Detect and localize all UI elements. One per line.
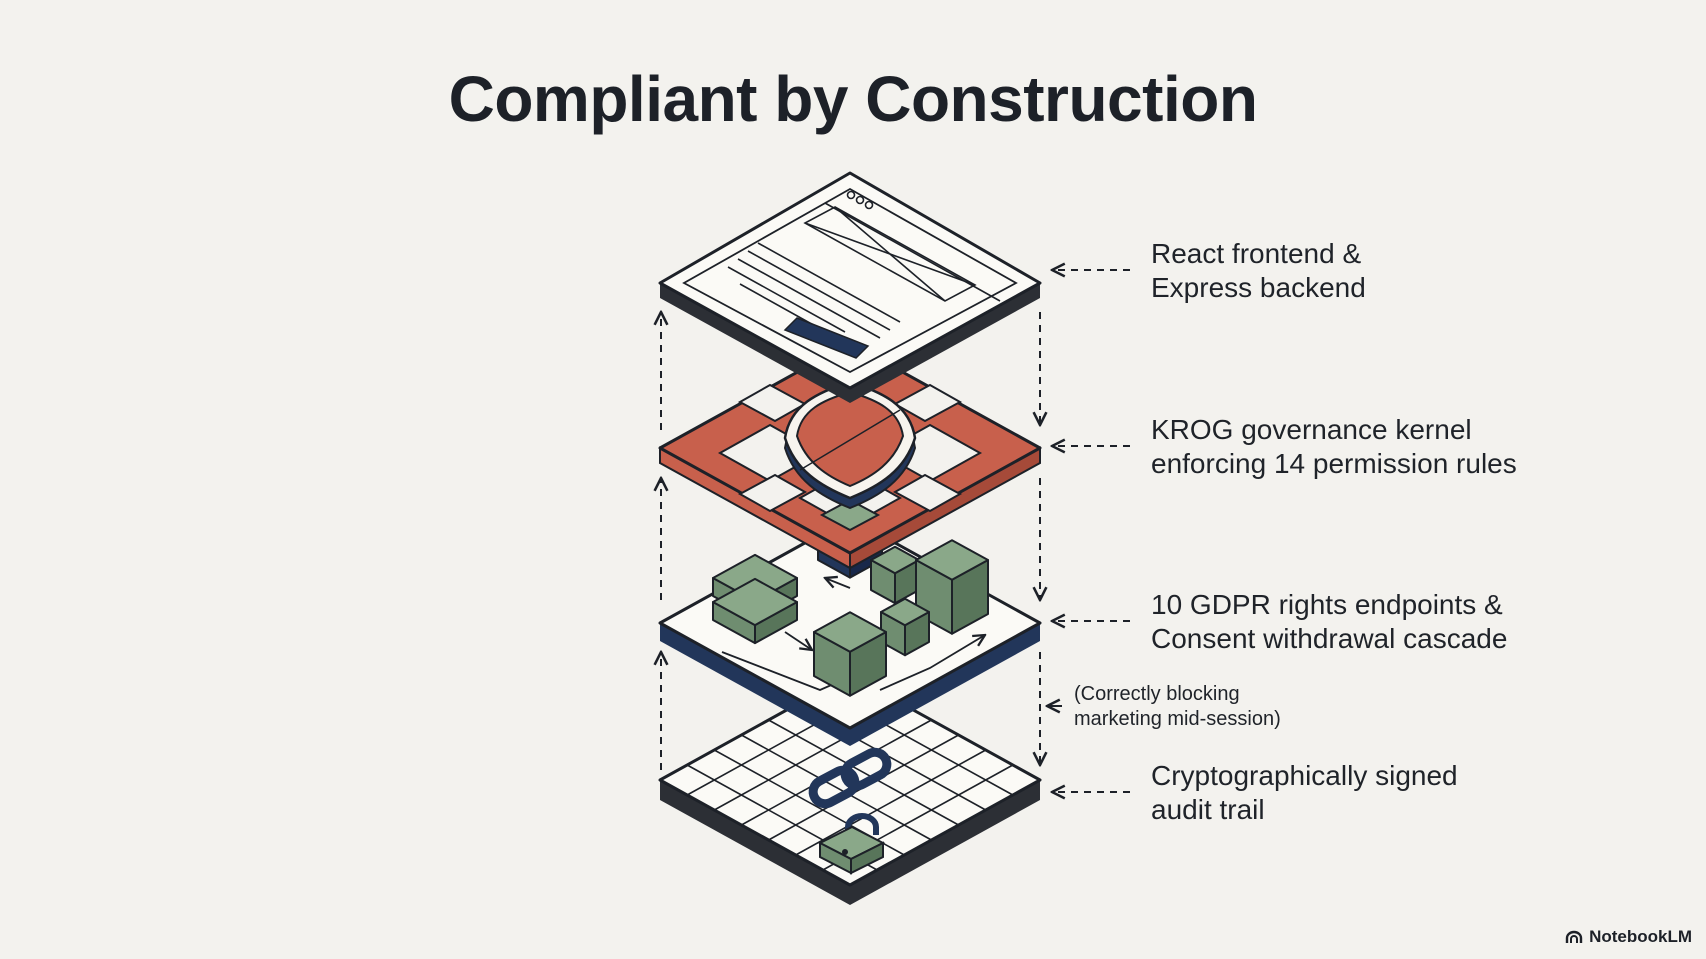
kernel-core-block xyxy=(819,498,881,532)
consent-note: (Correctly blocking marketing mid-sessio… xyxy=(1074,682,1281,732)
flow-arrows xyxy=(661,270,1130,792)
audit-trail-layer xyxy=(658,673,1042,905)
layer-label-line: enforcing 14 permission rules xyxy=(1151,448,1517,479)
grid-line xyxy=(741,734,932,841)
notebooklm-logo-icon xyxy=(1565,930,1583,943)
brand-name: NotebookLM xyxy=(1589,927,1692,946)
image-placeholder-icon xyxy=(803,206,977,302)
layer-label-line: Cryptographically signed xyxy=(1151,760,1458,791)
layer-label-line: audit trail xyxy=(1151,794,1265,825)
endpoint-block-face xyxy=(915,539,989,581)
brand-watermark: NotebookLM xyxy=(1565,927,1692,947)
endpoint-block-face xyxy=(870,545,920,575)
governance-kernel-layer xyxy=(658,341,1042,570)
layer-label-frontend: React frontend & Express backend xyxy=(1151,237,1366,305)
note-line: (Correctly blocking xyxy=(1074,683,1240,705)
layer-label-line: KROG governance kernel xyxy=(1151,414,1472,445)
window-dots-icon xyxy=(846,190,874,210)
frontend-layer xyxy=(658,171,1042,403)
layer-label-line: 10 GDPR rights endpoints & xyxy=(1151,589,1503,620)
padlock-icon xyxy=(817,813,886,875)
grid-line xyxy=(768,719,959,826)
shield-icon xyxy=(783,380,917,510)
layer-label-kernel: KROG governance kernel enforcing 14 perm… xyxy=(1151,413,1517,481)
layer-label-line: Express backend xyxy=(1151,272,1366,303)
layer-label-gdpr: 10 GDPR rights endpoints & Consent withd… xyxy=(1151,588,1507,656)
endpoint-block-face xyxy=(813,611,887,653)
cta-button-graphic xyxy=(783,317,870,359)
note-line: marketing mid-session) xyxy=(1074,708,1281,730)
layer-label-audit: Cryptographically signed audit trail xyxy=(1151,759,1458,827)
gdpr-endpoints-layer xyxy=(658,509,1042,746)
endpoint-block-face xyxy=(712,577,798,627)
page-title: Compliant by Construction xyxy=(448,63,1258,135)
endpoint-block-face xyxy=(880,597,930,627)
chain-link-icon xyxy=(808,747,892,809)
layer-label-line: Consent withdrawal cascade xyxy=(1151,623,1508,654)
layer-label-line: React frontend & xyxy=(1151,238,1362,269)
grid-line xyxy=(795,749,987,856)
